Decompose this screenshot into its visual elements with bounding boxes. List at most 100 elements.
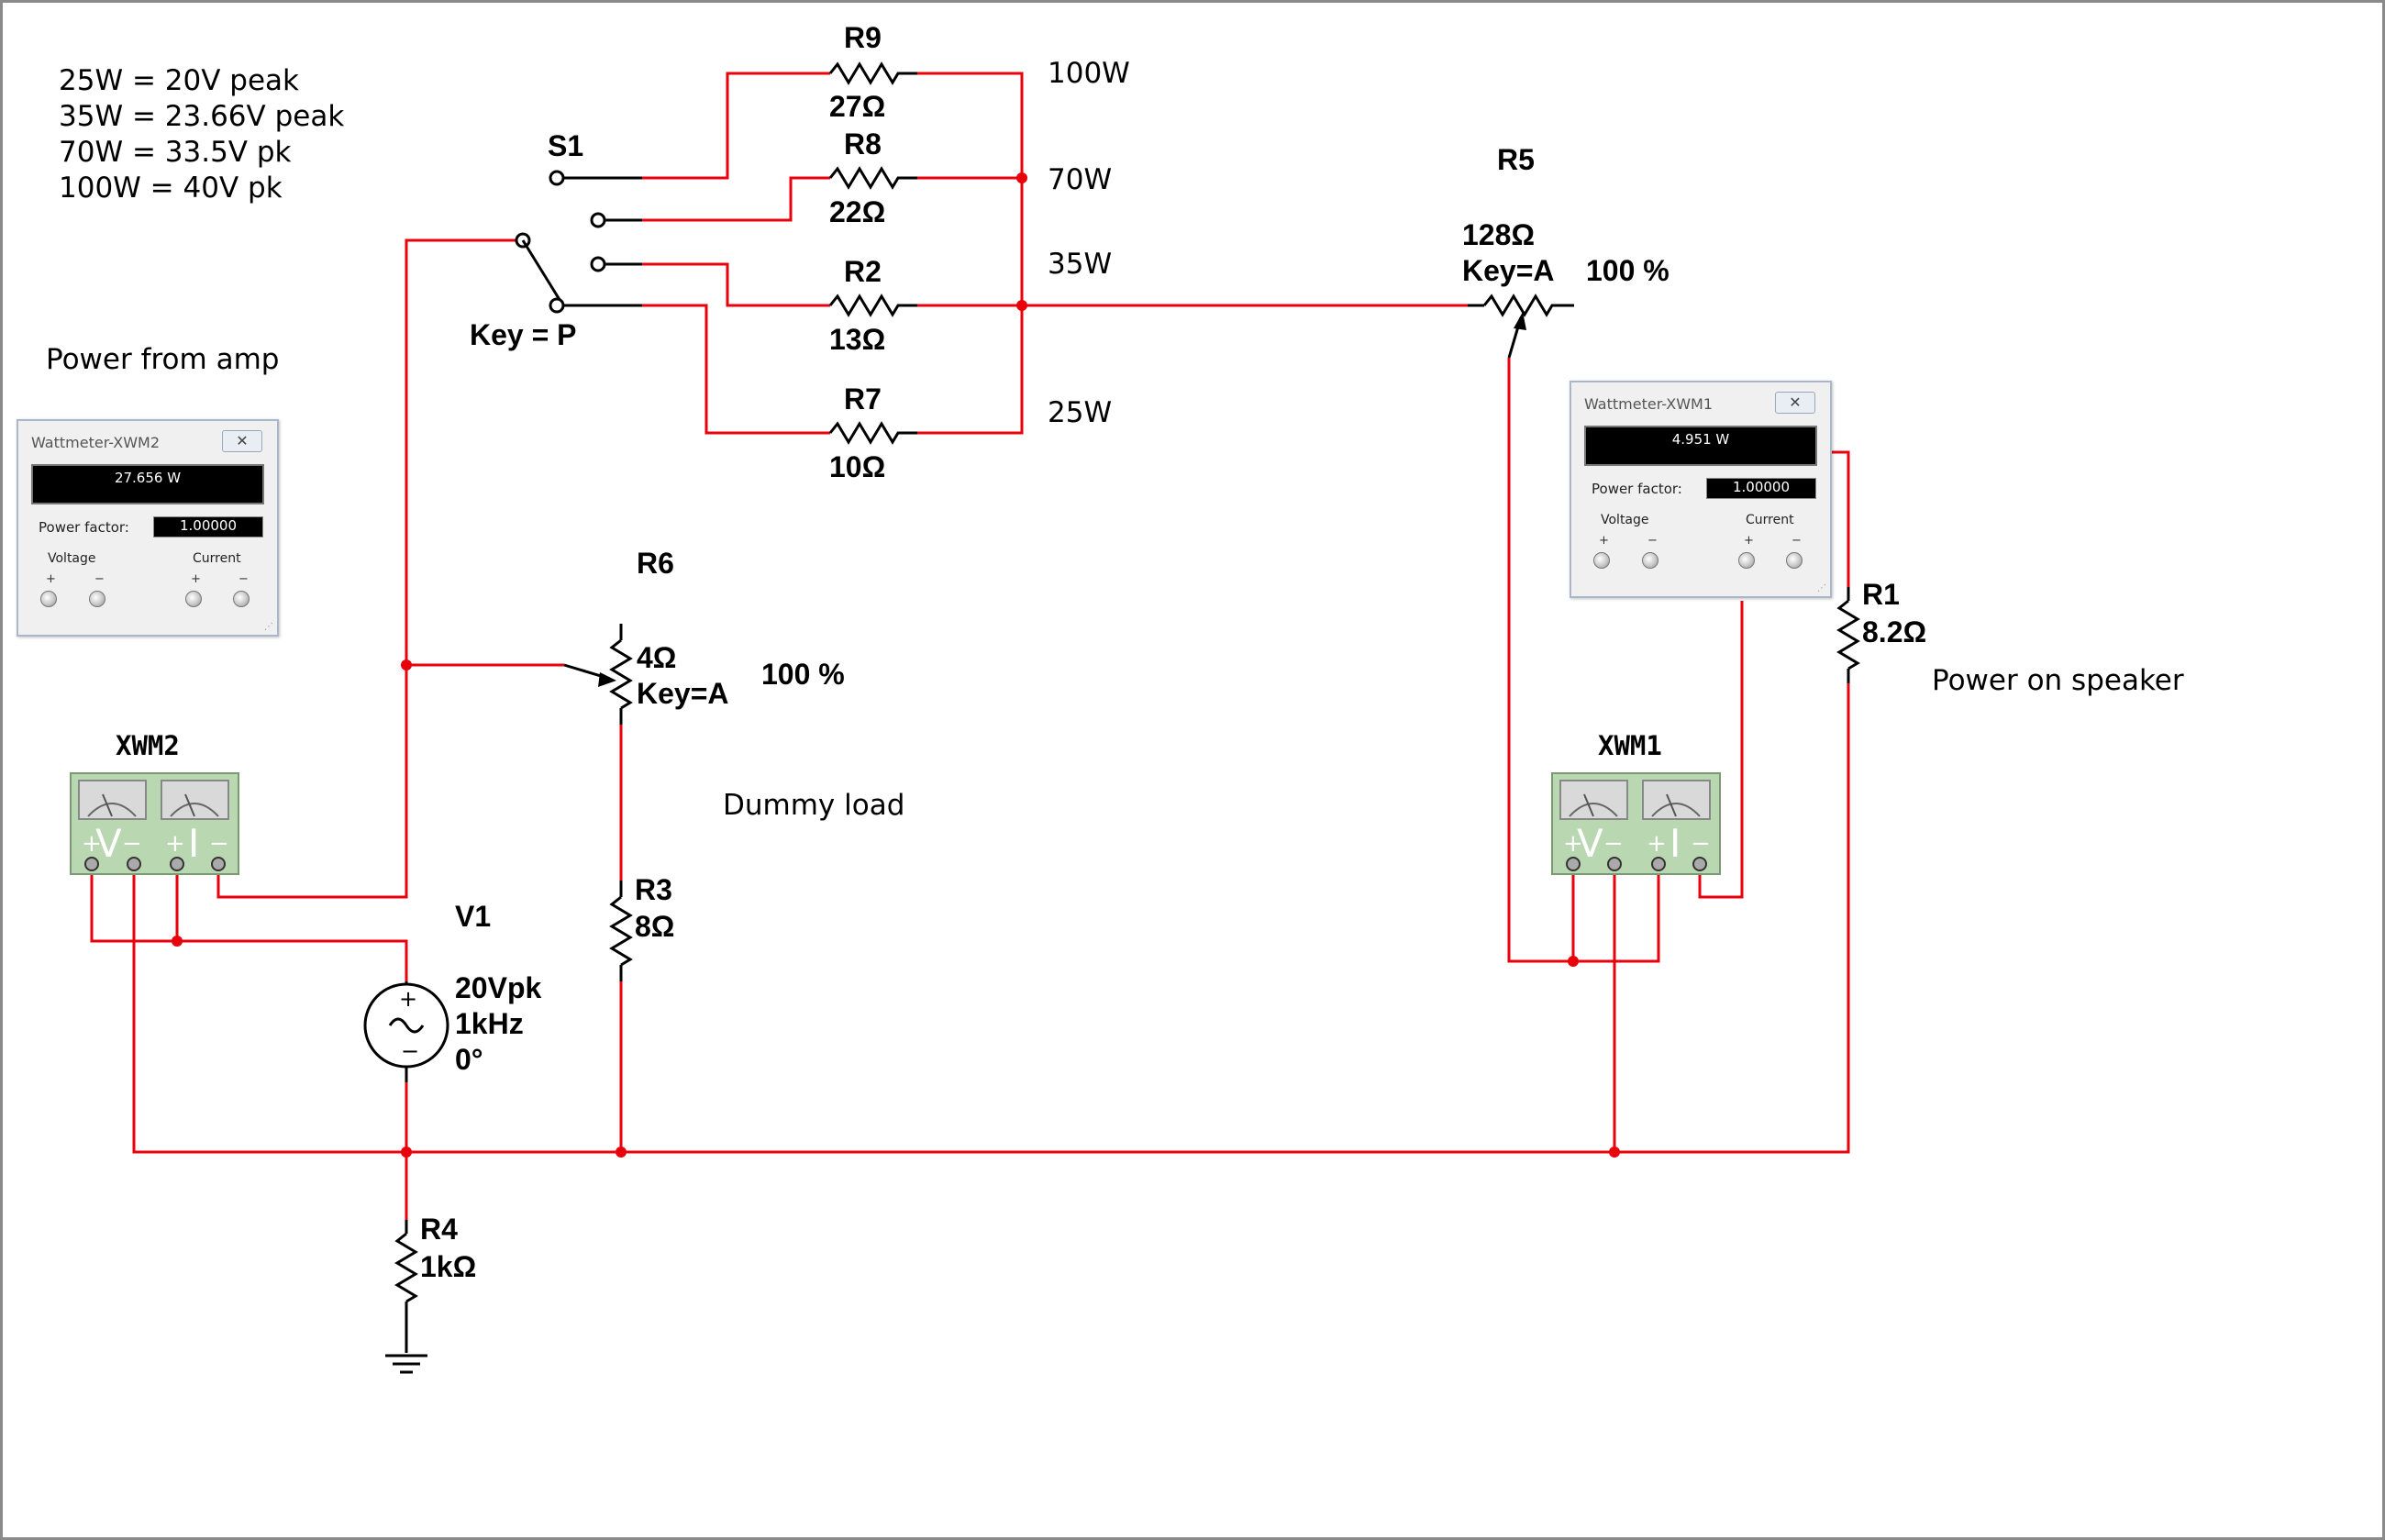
junction-r8-bus [1016,172,1027,183]
wire-throw-4-r7[interactable] [642,304,830,435]
wattmeter-xwm1-current-label: Current [1746,513,1794,527]
power-70w-label: 70W [1048,163,1112,196]
wattmeter-xwm1-pf-label: Power factor: [1592,481,1682,497]
wattmeter-xwm1-i-plus: + [1744,534,1754,548]
wattmeter-xwm2-close-button[interactable]: ✕ [222,430,262,452]
r6-ref: R6 [637,547,674,580]
power-100w-label: 100W [1048,57,1130,90]
xwm1-terminal-i-plus[interactable] [1651,857,1666,871]
wattmeter-xwm1-i-minus: − [1792,534,1802,548]
xwm2-terminal-i-plus[interactable] [170,857,184,871]
xwm2-i-minus-label: − [209,830,229,858]
wattmeter-xwm2-i-plus: + [191,572,201,586]
note-25w: 25W = 20V peak [59,64,299,97]
r5-key: Key=A [1462,254,1555,287]
junction-xwm2-i-plus [172,936,183,947]
r8-symbol[interactable] [828,166,904,190]
xwm2-instrument[interactable]: + V − + I − [70,772,239,875]
s1-throw-2[interactable] [590,212,606,228]
xwm1-instrument[interactable]: + V − + I − [1551,772,1721,875]
wattmeter-xwm2-pf-value: 1.00000 [153,516,263,537]
wire-r9-bus[interactable] [917,72,1024,435]
wattmeter-xwm2-i-plus-terminal[interactable] [185,591,202,607]
wattmeter-xwm1-v-minus: − [1647,534,1658,548]
wire-throw-1-r9[interactable] [642,72,830,180]
xwm2-v-plus-label: + [82,830,102,858]
r7-value: 10Ω [829,450,885,483]
r1-symbol[interactable] [1836,599,1860,670]
s1-throw-3[interactable] [590,256,606,272]
r6-value: 4Ω [637,641,676,674]
xwm2-terminal-v-plus[interactable] [84,857,99,871]
r7-symbol[interactable] [828,421,904,445]
wattmeter-xwm1-v-plus: + [1599,534,1609,548]
v1-frequency: 1kHz [455,1007,524,1040]
v1-plus-sign: + [399,986,417,1012]
wattmeter-xwm2-i-minus-terminal[interactable] [233,591,250,607]
wattmeter-xwm2-i-minus: − [238,572,249,586]
r2-symbol[interactable] [828,294,904,317]
r5-wiper-arrow [1514,312,1526,330]
wire-switch-common[interactable] [405,238,523,665]
r4-value: 1kΩ [420,1250,476,1283]
power-25w-label: 25W [1048,396,1112,429]
r3-value: 8Ω [635,910,674,943]
wattmeter-xwm2-current-label: Current [193,551,241,566]
wire-xwm2-v-minus-ground[interactable] [132,864,1848,1154]
wire-xwm1-i-plus[interactable] [1698,601,1744,899]
r8-ref: R8 [844,127,882,161]
power-on-speaker-label: Power on speaker [1932,664,2184,697]
power-35w-label: 35W [1048,248,1112,281]
xwm1-i-plus-label: + [1647,830,1667,858]
r3-symbol[interactable] [609,895,633,967]
r4-symbol[interactable] [394,1232,418,1303]
v1-sine [388,1017,425,1034]
r6-symbol[interactable] [609,638,633,710]
xwm1-terminal-v-minus[interactable] [1607,857,1622,871]
wattmeter-xwm1-i-minus-terminal[interactable] [1786,552,1803,569]
power-from-amp-label: Power from amp [46,343,279,376]
wattmeter-xwm1-v-plus-terminal[interactable] [1593,552,1610,569]
r9-value: 27Ω [829,90,885,123]
s1-blade[interactable] [521,239,563,304]
wire-r5-wiper-xwm1[interactable] [1507,358,1660,963]
wire-xwm2-v-plus[interactable] [90,864,408,981]
xwm2-i-plus-label: + [165,830,185,858]
xwm2-terminal-i-minus[interactable] [211,857,226,871]
xwm1-terminal-i-minus[interactable] [1692,857,1707,871]
s1-throw-1[interactable] [549,170,565,186]
wire-throw-2-r8[interactable] [642,176,830,222]
wire-xwm1-r1[interactable] [1830,450,1850,587]
wattmeter-xwm1-resize-grip[interactable]: ⋰ [1817,583,1826,593]
wire-xwm2-i-minus[interactable] [216,665,408,899]
xwm2-terminal-v-minus[interactable] [127,857,141,871]
wattmeter-xwm2-resize-grip[interactable]: ⋰ [264,622,273,632]
s1-throw-4[interactable] [549,297,565,314]
xwm1-v-plus-label: + [1563,830,1583,858]
wattmeter-xwm2-v-minus-terminal[interactable] [89,591,105,607]
wattmeter-xwm1-close-button[interactable]: ✕ [1775,392,1815,414]
wattmeter-xwm2-v-plus-terminal[interactable] [40,591,57,607]
wattmeter-xwm2-voltage-label: Voltage [48,551,96,566]
wattmeter-xwm2-title: Wattmeter-XWM2 [31,434,160,451]
wattmeter-xwm2-v-plus: + [46,572,56,586]
xwm1-terminal-v-plus[interactable] [1566,857,1581,871]
r9-symbol[interactable] [828,61,904,85]
wattmeter-xwm1-i-plus-terminal[interactable] [1738,552,1755,569]
wattmeter-xwm2-window[interactable]: Wattmeter-XWM2 ✕ 27.656 W Power factor: … [17,419,279,637]
wattmeter-xwm2-pf-label: Power factor: [39,519,129,536]
r6-key: Key=A [637,677,729,710]
junction-xwm1-vplus [1568,956,1579,967]
r5-value: 128Ω [1462,218,1535,251]
v1-amplitude: 20Vpk [455,971,541,1004]
wattmeter-xwm1-v-minus-terminal[interactable] [1642,552,1658,569]
r5-ref: R5 [1497,143,1535,176]
r5-symbol[interactable] [1482,294,1574,317]
r6-percent: 100 % [761,658,845,691]
wattmeter-xwm1-voltage-label: Voltage [1601,513,1649,527]
wattmeter-xwm1-window[interactable]: Wattmeter-XWM1 ✕ 4.951 W Power factor: 1… [1570,381,1832,598]
wire-throw-3-r2[interactable] [642,262,830,307]
xwm1-i-label: I [1670,821,1681,866]
